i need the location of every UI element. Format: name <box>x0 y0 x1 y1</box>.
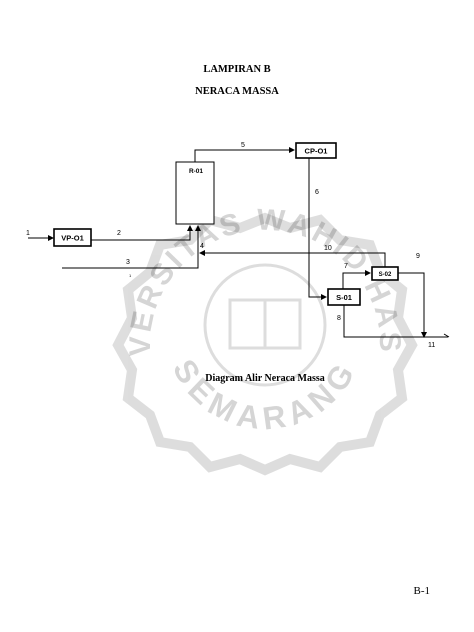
svg-text:SEMARANG: SEMARANG <box>166 353 364 437</box>
stream-11-label: 11 <box>428 342 435 349</box>
stream-6-label: 6 <box>315 189 319 196</box>
stream-3-sub-label: 1 <box>129 273 132 278</box>
stream-3-label: 3 <box>126 259 130 266</box>
stream-7-label: 7 <box>344 263 348 270</box>
diagram-caption: Diagram Alir Neraca Massa <box>205 373 325 384</box>
stream-5-line <box>194 147 295 162</box>
stream-5-label: 5 <box>241 142 245 149</box>
s02-label: S-02 <box>379 272 392 278</box>
stream-3-line <box>62 225 201 269</box>
stream-2-label: 2 <box>117 230 121 237</box>
page-number: B-1 <box>413 585 431 597</box>
cp01-label: CP-O1 <box>305 147 328 156</box>
stream-7-line <box>342 270 371 289</box>
stream-9-line <box>398 272 427 338</box>
vaporizer-vp01 <box>53 228 92 247</box>
appendix-heading: LAMPIRAN B <box>203 64 271 75</box>
stream-9-label: 9 <box>416 253 420 260</box>
stream-10-label: 10 <box>324 245 332 252</box>
stream-4-label: 4 <box>200 243 204 250</box>
stream-8-line <box>343 305 440 338</box>
stream-6-line <box>308 158 327 300</box>
vp01-label: VP-O1 <box>61 234 84 243</box>
stream-8-label: 8 <box>337 315 341 322</box>
s01-label: S-01 <box>336 293 352 302</box>
reactor-r01 <box>175 161 215 225</box>
compressor-cp01 <box>295 142 337 159</box>
stream-1-label: 1 <box>26 230 30 237</box>
r01-label: R-01 <box>189 168 203 175</box>
section-title: NERACA MASSA <box>195 86 279 97</box>
stream-2-line <box>91 225 193 241</box>
stream-10-line <box>199 250 386 267</box>
